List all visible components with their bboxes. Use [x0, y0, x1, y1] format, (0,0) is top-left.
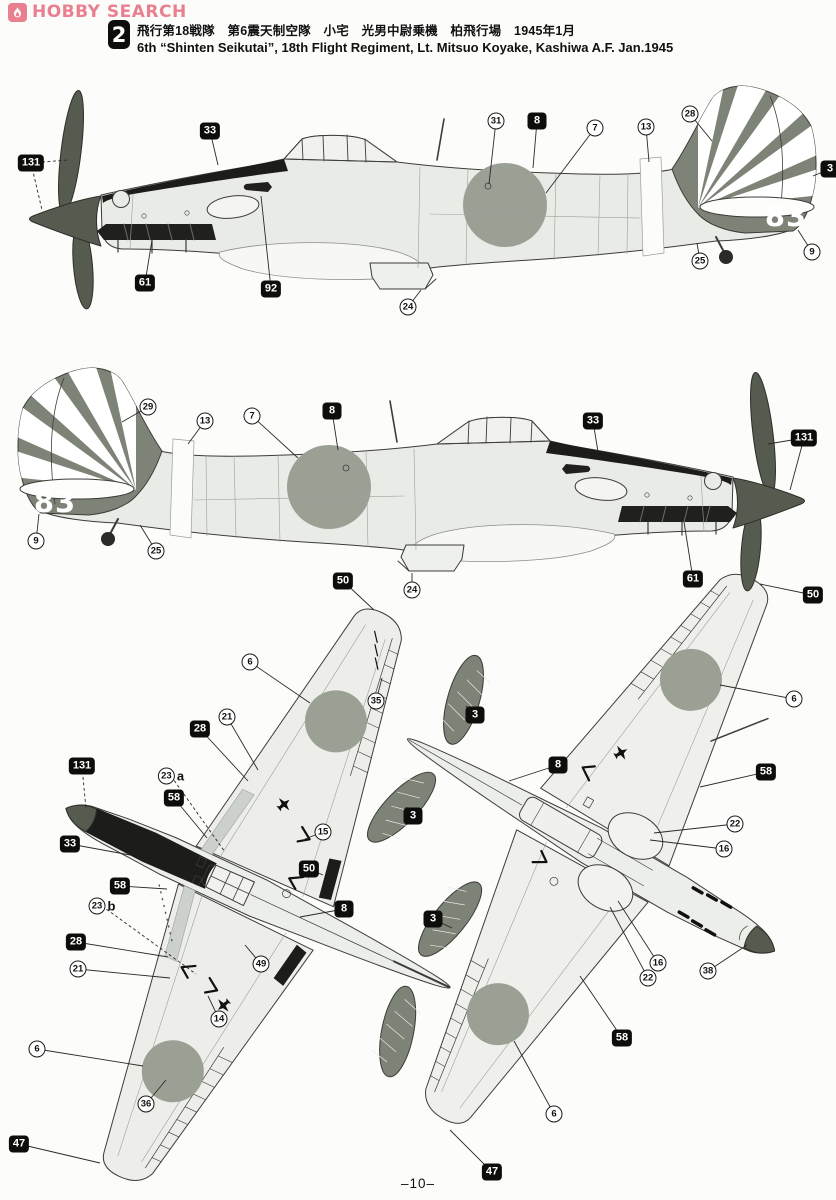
marking-number-badge: 2	[108, 20, 130, 49]
side-profile-right	[0, 340, 805, 592]
hobby-search-watermark: HOBBY SEARCH	[8, 2, 187, 22]
marking-header: 2 飛行第18戦隊 第6震天制空隊 小宅 光男中尉乗機 柏飛行場 1945年1月…	[108, 20, 673, 55]
side-profile-left	[30, 58, 836, 310]
plan-view-top	[0, 527, 582, 1200]
tail-code-left-profile: 83	[764, 199, 808, 233]
page-number: –10–	[400, 1176, 436, 1191]
marking-title-japanese: 飛行第18戦隊 第6震天制空隊 小宅 光男中尉乗機 柏飛行場 1945年1月	[137, 24, 576, 38]
tail-code-right-profile: 83	[33, 485, 77, 519]
marking-title-english: 6th “Shinten Seikutai”, 18th Flight Regi…	[137, 40, 674, 55]
watermark-brand-text: HOBBY SEARCH	[32, 2, 187, 22]
flame-icon	[8, 2, 27, 22]
